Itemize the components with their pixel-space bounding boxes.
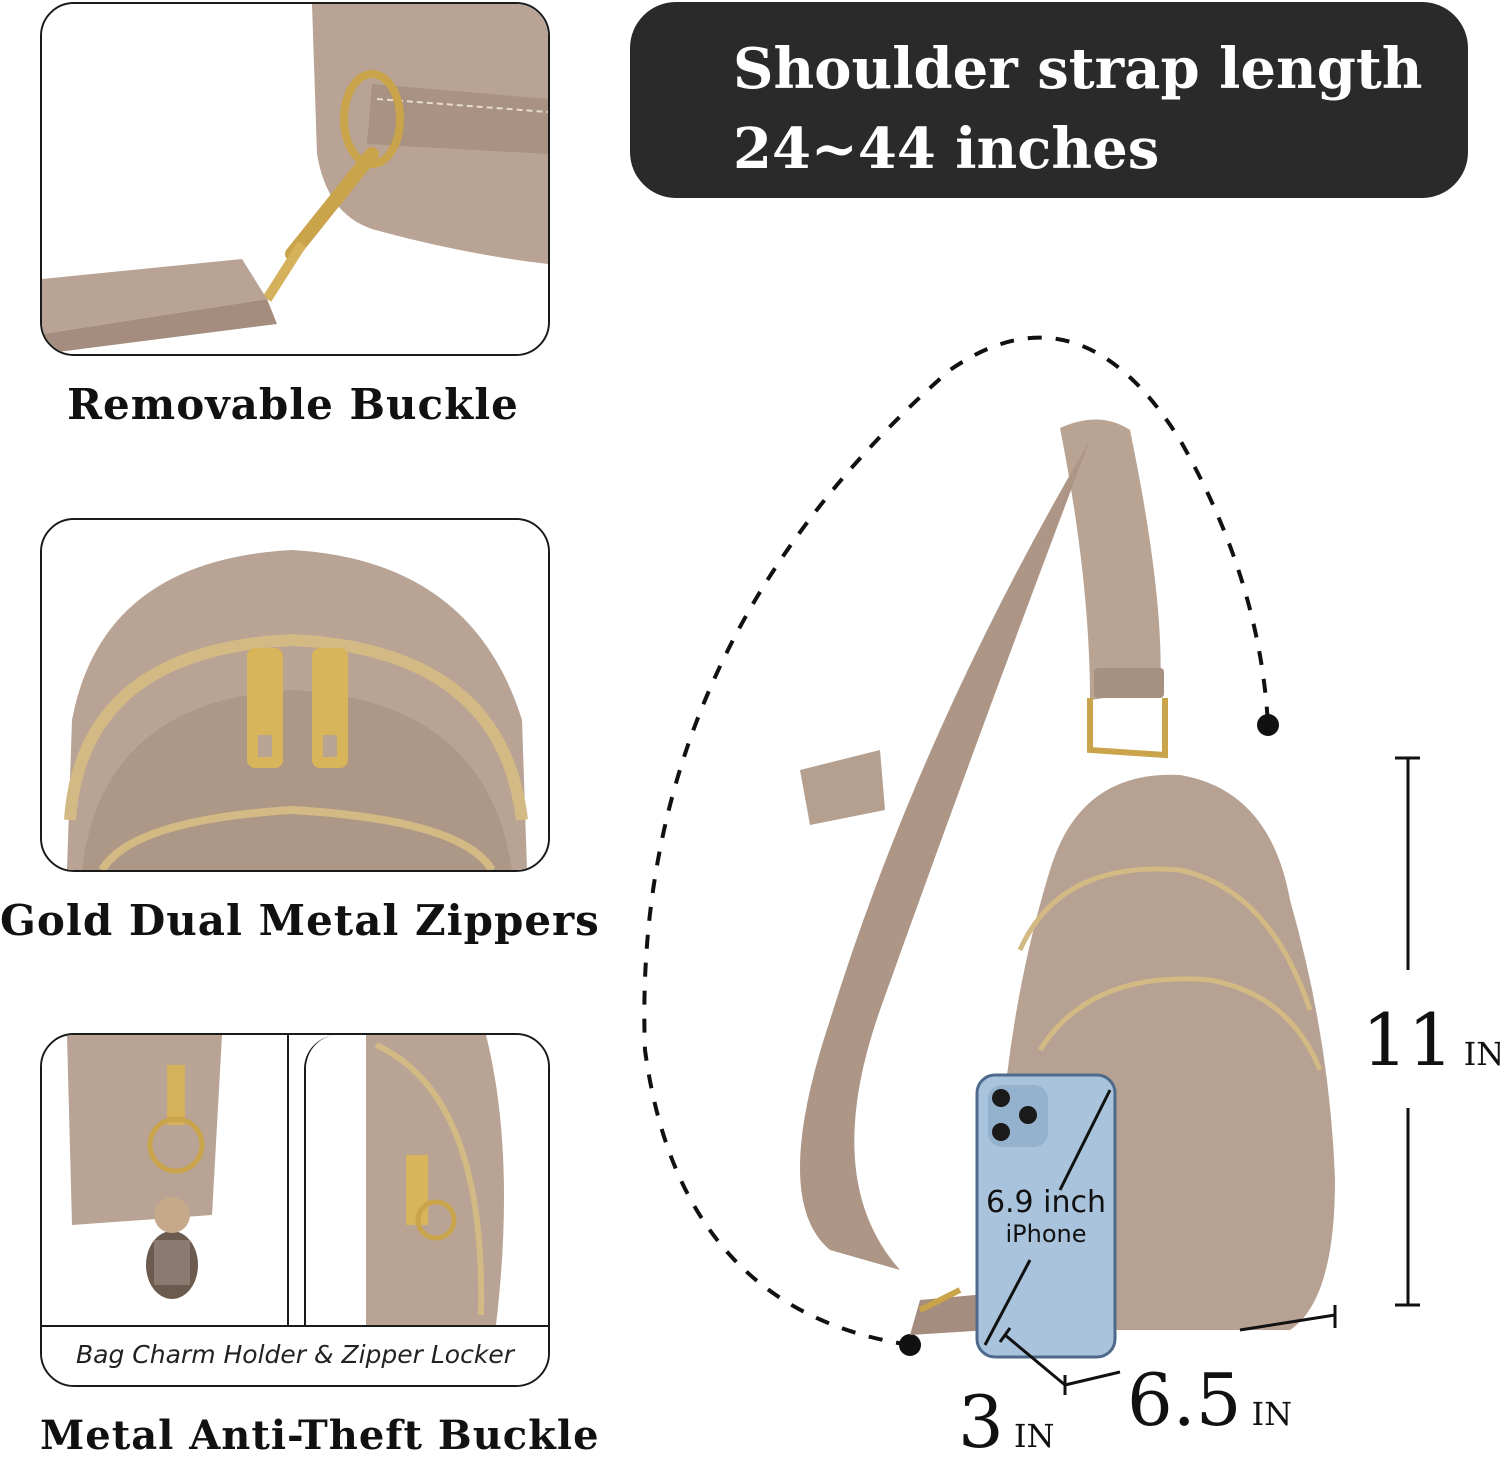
banner-line-2: 24~44 inches xyxy=(733,116,1160,182)
banner-line-1: Shoulder strap length xyxy=(733,36,1423,102)
gold-zippers-caption: Gold Dual Metal Zippers xyxy=(0,896,600,945)
removable-buckle-photo xyxy=(40,2,550,356)
phone-size-label: 6.9 inch iPhone xyxy=(977,1185,1115,1248)
anti-theft-buckle-caption: Metal Anti-Theft Buckle xyxy=(40,1412,600,1459)
width-unit: IN xyxy=(1251,1395,1293,1433)
anti-theft-buckle-photo: Bag Charm Holder & Zipper Locker xyxy=(40,1033,550,1387)
height-unit: IN xyxy=(1463,1035,1500,1073)
removable-buckle-caption: Removable Buckle xyxy=(67,380,519,429)
depth-value: 3 xyxy=(958,1380,1004,1464)
phone-size-value: 6.9 inch xyxy=(985,1185,1107,1220)
strap-length-banner: Shoulder strap length 24~44 inches xyxy=(630,2,1468,198)
depth-unit: IN xyxy=(1013,1417,1055,1455)
phone-model: iPhone xyxy=(1005,1220,1087,1248)
width-value: 6.5 xyxy=(1127,1358,1242,1442)
height-value: 11 xyxy=(1362,998,1454,1082)
sling-bag-illustration xyxy=(642,335,1420,1395)
zipper-locker-photo xyxy=(304,1035,548,1327)
bag-charm-photo xyxy=(42,1035,289,1327)
bag-charm-label: Bag Charm Holder & Zipper Locker xyxy=(42,1325,548,1385)
gold-zippers-photo xyxy=(40,518,550,872)
